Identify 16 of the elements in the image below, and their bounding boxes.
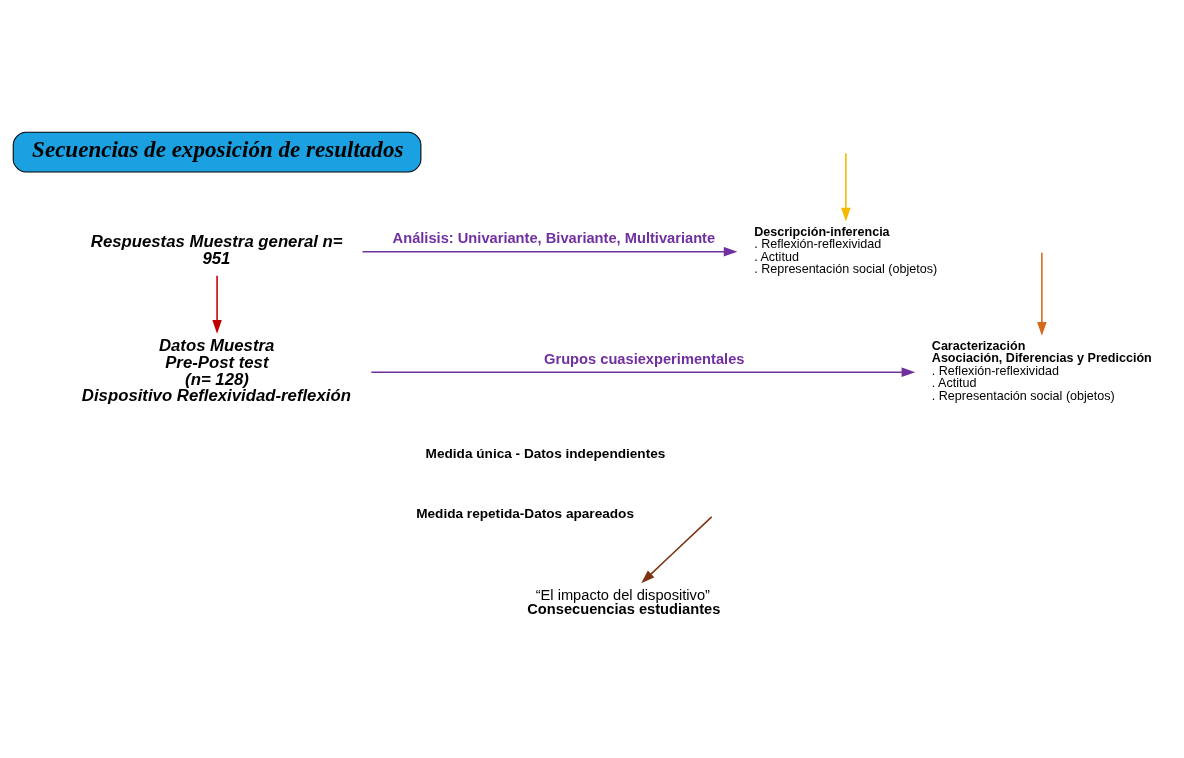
node-text: “El impacto del dispositivo” Consecuencias estudiantes (527, 586, 721, 618)
arrow (641, 516, 713, 584)
arrow (361, 246, 738, 257)
node-text: Descripción-inferencia . Reflexión-reflexividad . Actitud . Representación social (objetos) (754, 224, 938, 277)
arrow (370, 367, 916, 377)
node-text: Caracterización Asociación, Diferencias y Predicción . Reflexión-reflexividad . Actitud . Representación social (objetos) (931, 338, 1152, 404)
node-text: Respuestas Muestra general n= 951 (90, 232, 343, 269)
arrow (212, 275, 222, 334)
edge-label: Grupos cuasiexperimentales (544, 351, 745, 368)
label: Medida única - Datos independientes (425, 445, 666, 461)
label: Medida repetida-Datos apareados (416, 506, 635, 522)
node-box: Secuencias de exposición de resultados (12, 131, 422, 173)
arrow (841, 152, 851, 222)
arrow (1037, 252, 1047, 336)
node-text: Datos Muestra Pre-Post test (n= 128) Dispositivo Reflexividad-reflexión (81, 336, 351, 406)
edge-label: Análisis: Univariante, Bivariante, Multivariante (392, 230, 716, 247)
